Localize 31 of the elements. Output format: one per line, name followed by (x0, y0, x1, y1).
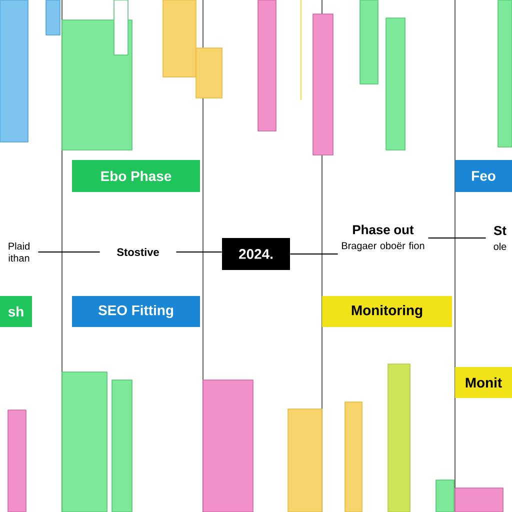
bar (0, 0, 28, 142)
phase-label-bar: sh (0, 296, 32, 327)
bar (114, 0, 128, 56)
bar (386, 18, 406, 150)
timeline-year-box: 2024. (222, 238, 290, 270)
bar (162, 0, 196, 78)
timeline-label: Plaid ithan (8, 242, 30, 262)
bar (498, 0, 512, 148)
bar (360, 0, 378, 84)
phase-label-bar: Ebo Phase (72, 160, 200, 192)
bar (454, 488, 504, 512)
timeline-label: Stostive (117, 248, 159, 256)
bar (62, 20, 132, 150)
bar (388, 364, 410, 512)
bar (436, 480, 454, 512)
bar (62, 372, 108, 512)
bar (344, 402, 362, 512)
phase-label-bar: Feo (455, 160, 512, 192)
bar (312, 14, 334, 156)
bar (196, 48, 222, 98)
timeline-label: St ole (494, 226, 506, 250)
phase-label-bar: Monitoring (322, 296, 452, 327)
timeline-label: Phase out Bragaer oboër fion (342, 224, 424, 252)
bar (258, 0, 276, 132)
bar (288, 408, 322, 512)
phase-label-bar: SEO Fitting (72, 296, 200, 327)
phase-label-bar: Monit (455, 367, 512, 398)
bar (112, 380, 132, 512)
bar (202, 380, 254, 512)
bar (46, 0, 60, 36)
bar (8, 410, 26, 512)
